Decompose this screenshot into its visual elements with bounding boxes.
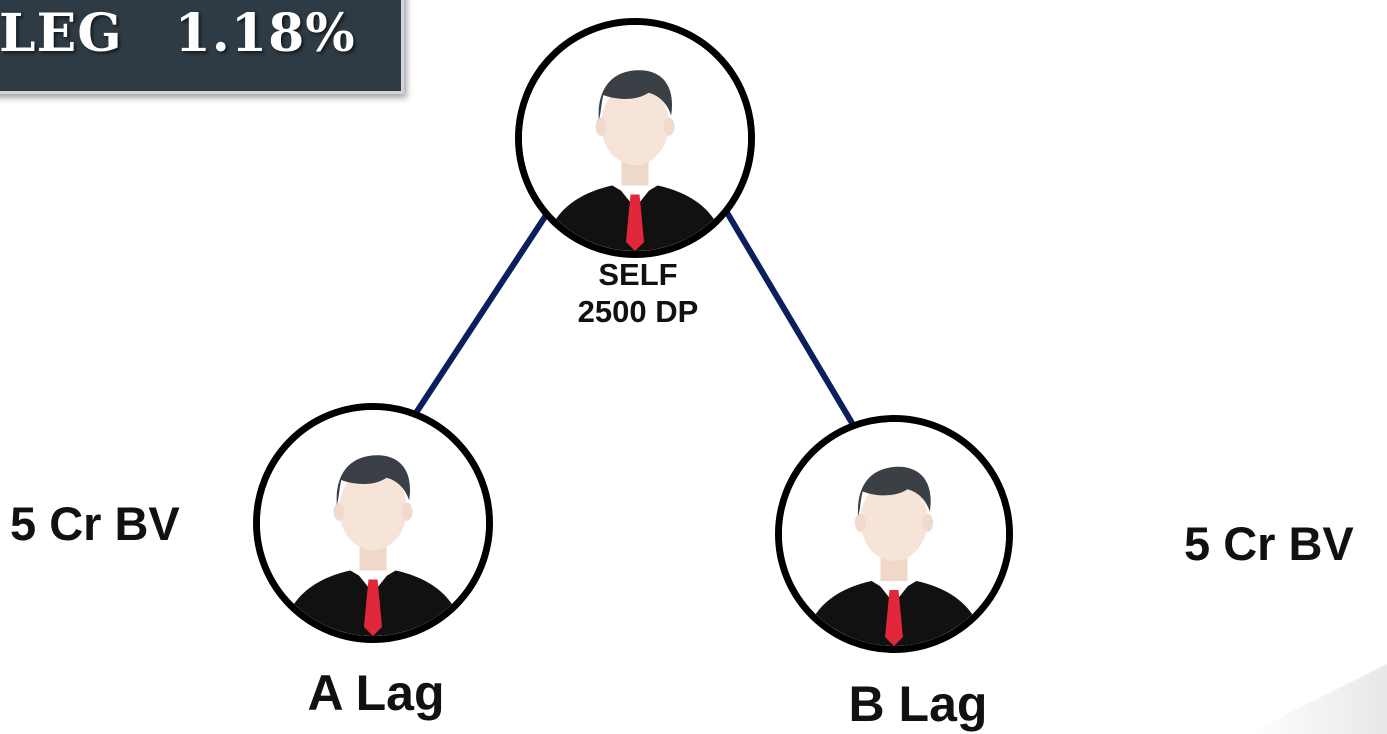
businessman-avatar-icon bbox=[522, 25, 748, 251]
banner-percent-value: 1.18% bbox=[174, 3, 356, 64]
a-leg-name: A Lag bbox=[307, 665, 445, 721]
decorative-corner-shape bbox=[1247, 664, 1387, 734]
businessman-avatar-icon bbox=[782, 422, 1006, 646]
connector-self-to-a-leg bbox=[407, 197, 559, 425]
connector-self-to-b-leg bbox=[713, 191, 858, 431]
self-node-points: 2500 DP bbox=[577, 294, 699, 329]
b-leg-node-avatar bbox=[775, 415, 1013, 653]
self-node-label: SELF 2500 DP bbox=[560, 256, 716, 330]
self-node-name: SELF bbox=[598, 257, 678, 292]
leg-percentage-banner: LEG 1.18% bbox=[0, 0, 404, 94]
banner-leg-label: LEG bbox=[0, 3, 123, 64]
a-leg-bv: 5 Cr BV bbox=[10, 497, 180, 550]
a-leg-node-avatar bbox=[253, 403, 493, 643]
self-node-avatar bbox=[515, 18, 755, 258]
b-leg-name: B Lag bbox=[848, 676, 988, 732]
b-leg-bv: 5 Cr BV bbox=[1184, 517, 1354, 570]
businessman-avatar-icon bbox=[260, 410, 486, 636]
banner-text: LEG 1.18% bbox=[0, 3, 356, 64]
